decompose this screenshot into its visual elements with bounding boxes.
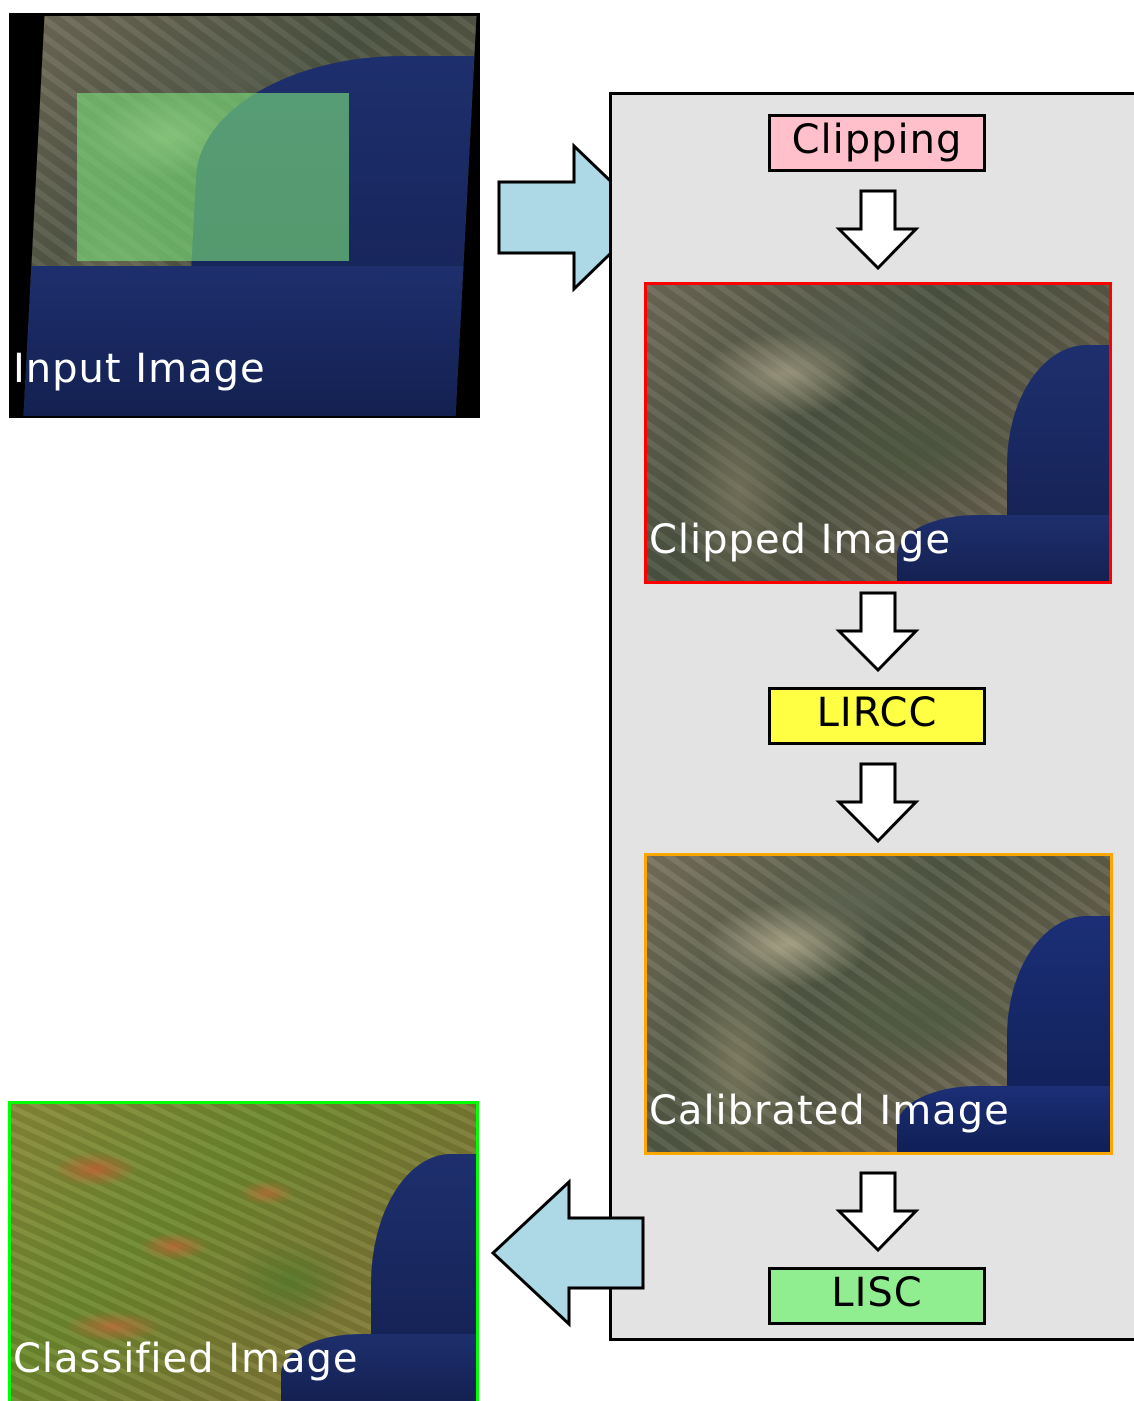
clipping-step: Clipping (768, 114, 986, 172)
calibrated-image-label: Calibrated Image (649, 1088, 1010, 1134)
clipping-selection-overlay (77, 93, 349, 261)
classified-image-label: Classified Image (13, 1336, 359, 1382)
clipped-image: Clipped Image (644, 282, 1112, 584)
calibrated-image: Calibrated Image (644, 853, 1113, 1155)
classified-image: Classified Image (8, 1101, 479, 1401)
lircc-step: LIRCC (768, 687, 986, 745)
input-image: Input Image (9, 13, 480, 418)
clipped-image-label: Clipped Image (649, 517, 951, 563)
clipped-image-scene (647, 285, 1109, 581)
input-image-label: Input Image (13, 346, 266, 392)
calibrated-image-scene (647, 856, 1110, 1152)
classified-image-scene (11, 1104, 476, 1401)
lisc-step: LISC (768, 1267, 986, 1325)
